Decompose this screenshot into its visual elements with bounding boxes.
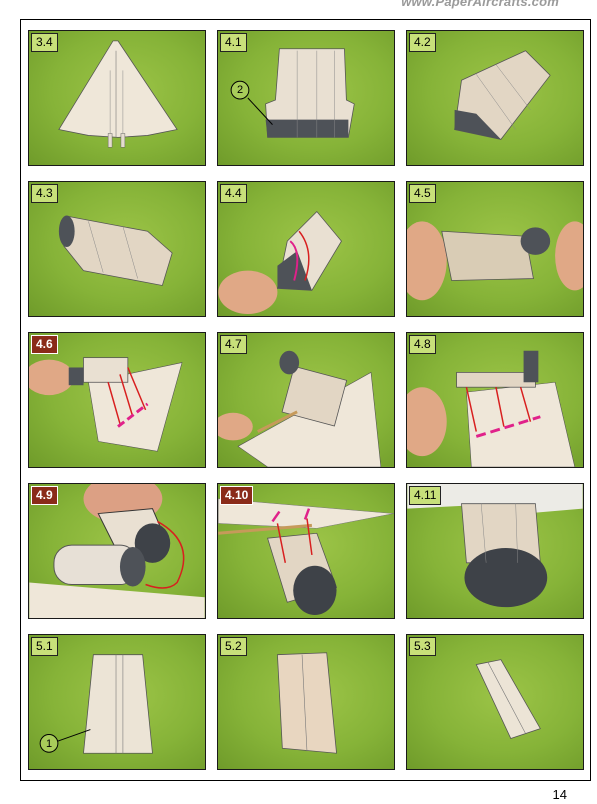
assembly-photo <box>29 484 205 618</box>
part-photo <box>277 652 337 754</box>
step-label: 4.2 <box>409 33 436 52</box>
panel-5-3: 5.3 <box>406 634 584 770</box>
panel-4-7: 4.7 <box>217 332 395 468</box>
panel-5-2: 5.2 <box>217 634 395 770</box>
site-url: www.PaperAircrafts.com <box>401 0 559 9</box>
step-label: 4.7 <box>220 335 247 354</box>
panel-4-1: 4.1 2 <box>217 30 395 166</box>
page-frame <box>20 19 591 781</box>
part-photo <box>218 210 342 315</box>
step-label: 4.6 <box>31 335 58 354</box>
part-photo <box>39 654 153 754</box>
part-photo <box>230 48 355 138</box>
part-photo <box>475 659 541 739</box>
panel-4-10: 4.10 <box>217 483 395 619</box>
step-label: 5.2 <box>220 637 247 656</box>
page-number: 14 <box>552 787 567 802</box>
step-label: 5.1 <box>31 637 58 656</box>
panel-4-9: 4.9 <box>28 483 206 619</box>
callout-number: 1 <box>45 738 53 750</box>
step-label: 4.1 <box>220 33 247 52</box>
part-photo <box>454 50 551 140</box>
panel-3-4: 3.4 <box>28 30 206 166</box>
step-label: 4.4 <box>220 184 247 203</box>
callout-number: 2 <box>236 84 244 96</box>
aircraft-photo <box>58 40 178 148</box>
panel-4-11: 4.11 <box>406 483 584 619</box>
assembly-photo <box>29 357 183 452</box>
assembly-photo <box>407 484 583 608</box>
step-label: 3.4 <box>31 33 58 52</box>
instruction-grid: 3.4 4.1 2 4.2 <box>28 30 584 770</box>
panel-4-2: 4.2 <box>406 30 584 166</box>
step-label: 4.9 <box>31 486 58 505</box>
step-label: 4.5 <box>409 184 436 203</box>
panel-4-6: 4.6 <box>28 332 206 468</box>
panel-5-1: 5.1 1 <box>28 634 206 770</box>
panel-4-5: 4.5 <box>406 181 584 317</box>
part-photo <box>58 215 173 286</box>
panel-4-3: 4.3 <box>28 181 206 317</box>
step-label: 4.10 <box>220 486 254 505</box>
part-photo <box>407 221 583 301</box>
step-label: 4.11 <box>409 486 442 505</box>
step-label: 4.8 <box>409 335 436 354</box>
assembly-photo <box>407 350 576 467</box>
assembly-photo <box>218 498 394 616</box>
assembly-photo <box>218 350 382 467</box>
step-label: 4.3 <box>31 184 58 203</box>
panel-4-8: 4.8 <box>406 332 584 468</box>
step-label: 5.3 <box>409 637 436 656</box>
panel-4-4: 4.4 <box>217 181 395 317</box>
